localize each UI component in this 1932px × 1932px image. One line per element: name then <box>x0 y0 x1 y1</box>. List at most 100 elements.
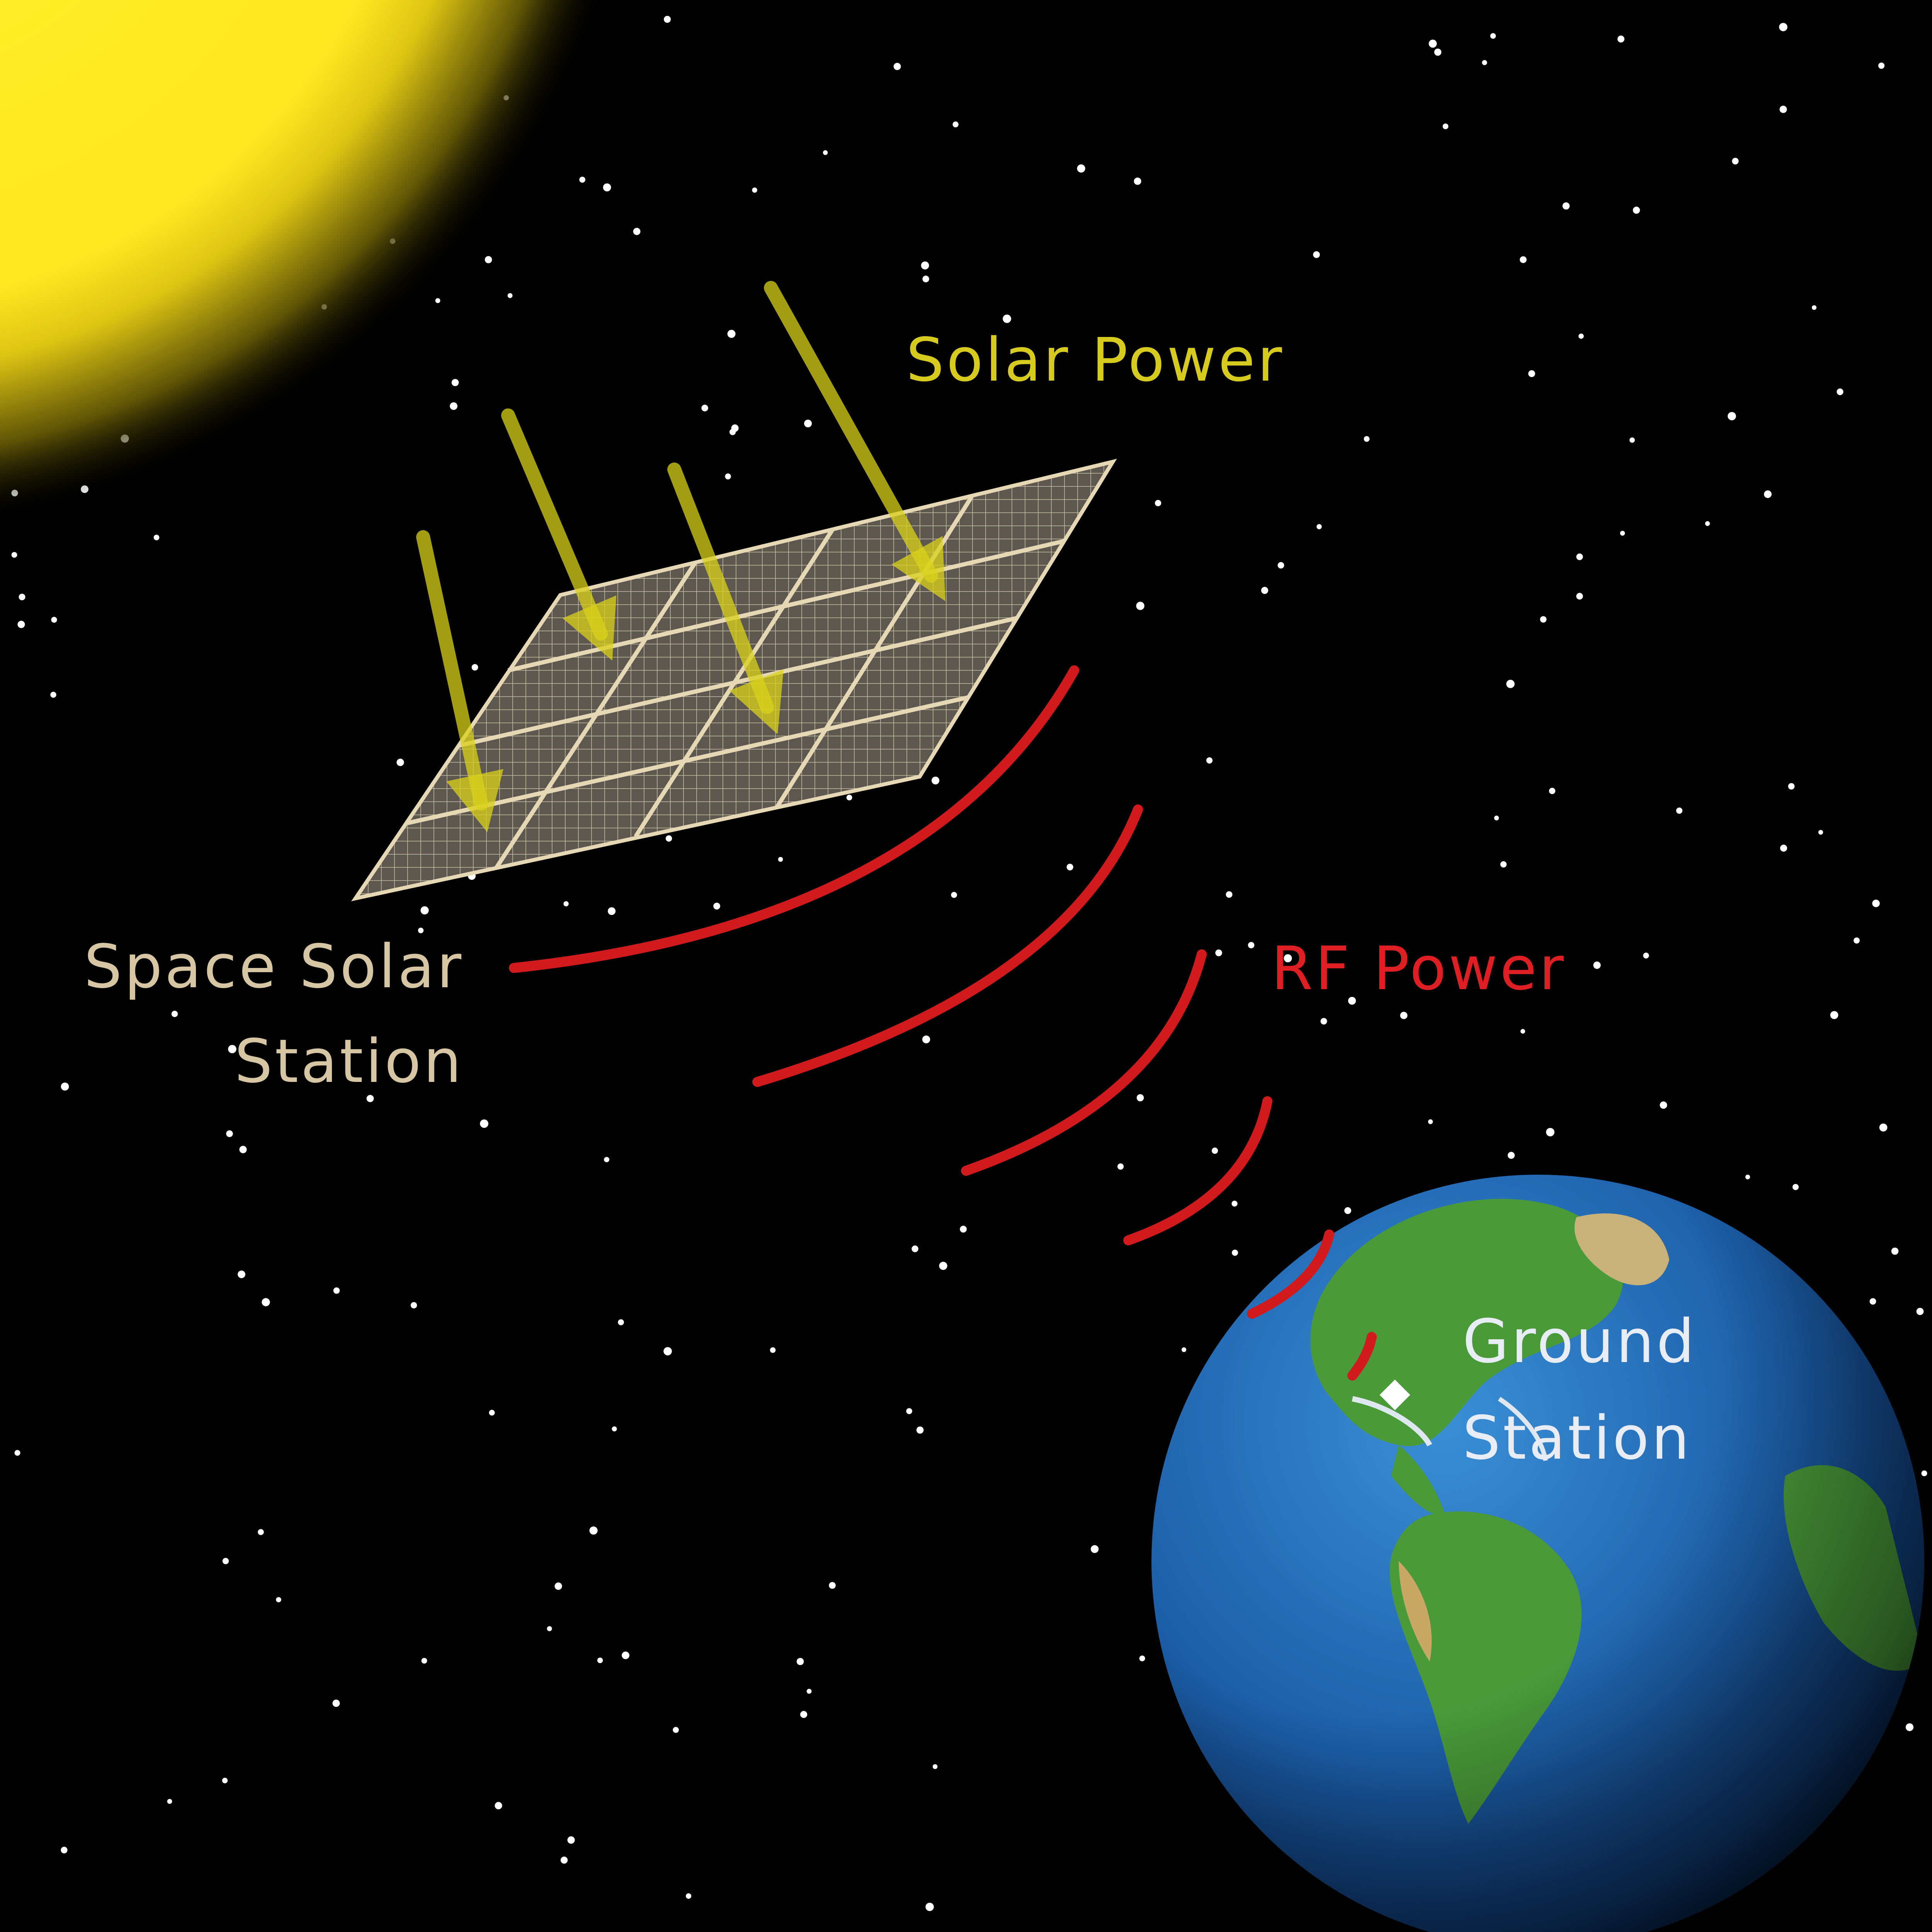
star <box>1878 62 1885 69</box>
star <box>1136 1094 1144 1102</box>
star <box>1793 1184 1799 1190</box>
star <box>1916 1308 1924 1315</box>
star <box>922 276 929 282</box>
rf-power-label: RF Power <box>1271 934 1566 1003</box>
star <box>50 692 56 698</box>
star <box>1578 333 1584 339</box>
star <box>1136 602 1145 610</box>
star <box>846 794 852 801</box>
star <box>1728 412 1736 420</box>
star <box>673 1727 679 1733</box>
star <box>1003 315 1011 323</box>
star <box>932 1764 938 1769</box>
star <box>421 1658 427 1664</box>
star <box>1593 961 1601 969</box>
star <box>262 1298 270 1306</box>
star <box>1232 1250 1238 1256</box>
star <box>1562 202 1570 210</box>
star <box>495 1802 502 1810</box>
star <box>921 261 929 270</box>
star <box>1837 388 1844 395</box>
star <box>489 1410 495 1416</box>
rf-wave <box>961 949 1207 1176</box>
star <box>701 405 708 412</box>
star <box>1872 900 1880 907</box>
star <box>332 1699 340 1707</box>
star <box>589 1526 598 1535</box>
earth-globe-icon <box>1151 1175 1924 1932</box>
star <box>939 1262 947 1270</box>
star <box>1812 305 1816 310</box>
star <box>1320 1018 1327 1025</box>
star <box>1348 997 1356 1005</box>
rf-wave <box>509 665 1079 973</box>
star <box>1660 1101 1667 1109</box>
star <box>1215 949 1222 956</box>
star <box>61 1082 69 1091</box>
star <box>1576 553 1583 560</box>
star <box>153 534 160 541</box>
star <box>1818 830 1823 835</box>
star <box>1155 500 1162 507</box>
star <box>893 63 901 70</box>
star <box>952 121 959 128</box>
star <box>1134 177 1141 185</box>
star <box>1277 562 1284 569</box>
star <box>418 927 424 934</box>
rf-wave <box>1347 1332 1377 1381</box>
star <box>507 293 513 298</box>
solar-power-arrows <box>416 281 946 832</box>
star <box>228 1045 236 1053</box>
star <box>1905 1723 1914 1731</box>
star <box>1617 36 1624 43</box>
star <box>560 1856 568 1864</box>
star <box>410 1302 417 1309</box>
star <box>1546 1128 1554 1136</box>
star <box>420 906 429 915</box>
star <box>906 1408 912 1414</box>
star <box>804 420 812 427</box>
star <box>276 1597 281 1602</box>
star <box>471 664 478 671</box>
star <box>1643 952 1649 959</box>
star <box>796 1658 804 1665</box>
star <box>61 1847 68 1854</box>
star <box>563 901 569 906</box>
star <box>729 429 736 435</box>
star <box>1211 1147 1218 1154</box>
star <box>713 903 720 910</box>
star <box>51 617 57 623</box>
solar-power-label: Solar Power <box>906 325 1284 395</box>
star <box>1540 616 1547 623</box>
star <box>752 187 757 193</box>
star <box>1066 864 1073 871</box>
star <box>450 402 457 410</box>
star <box>912 1245 918 1252</box>
star <box>618 1319 624 1325</box>
star <box>1891 1247 1899 1255</box>
rf-power-waves <box>509 665 1377 1381</box>
star <box>1520 256 1527 263</box>
star <box>1779 105 1787 113</box>
star <box>1676 807 1683 814</box>
star <box>1117 1163 1124 1170</box>
star <box>727 330 736 338</box>
star <box>823 150 828 155</box>
star <box>664 16 671 23</box>
star <box>14 1450 20 1456</box>
star <box>19 594 26 600</box>
star <box>333 1287 340 1294</box>
star <box>665 835 672 842</box>
star <box>800 1711 808 1718</box>
star <box>770 1347 776 1353</box>
star <box>1206 757 1213 764</box>
star <box>1139 1655 1145 1662</box>
star <box>1500 861 1507 868</box>
solar-arrow <box>667 463 784 735</box>
star <box>366 1095 374 1102</box>
star <box>725 473 731 480</box>
star <box>1181 1347 1187 1352</box>
star <box>931 776 940 785</box>
star <box>1490 33 1496 39</box>
space-solar-station-label-line1: Space Solar <box>84 932 464 1002</box>
